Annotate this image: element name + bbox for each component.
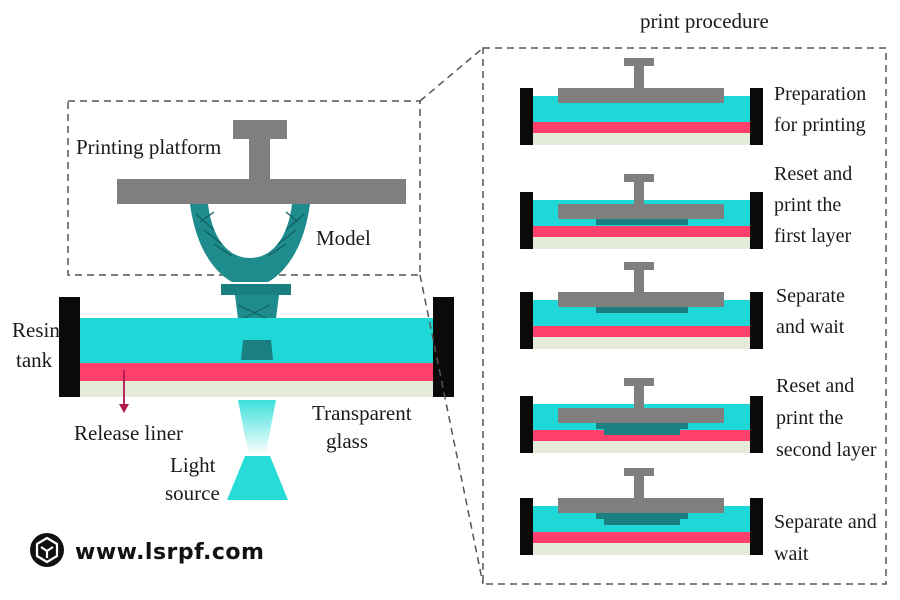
step-platform-plate [558, 408, 724, 423]
step-platform-cap [624, 378, 654, 386]
procedure-step-1: Preparation for printing [520, 58, 866, 145]
step-release-liner [533, 430, 750, 441]
step-glass [533, 441, 750, 453]
label-release-liner: Release liner [74, 421, 183, 445]
tower-base-in-resin [241, 340, 273, 360]
step-label-line: Reset and [776, 375, 854, 397]
step-wall-right [750, 396, 763, 453]
platform-stem [249, 139, 270, 181]
step-label-line: Separate and [774, 511, 877, 533]
printer-apparatus: Printing platform Model Resin tank Relea… [12, 100, 454, 505]
procedure-title: print procedure [640, 9, 769, 33]
label-resin-tank-line1: Resin [12, 318, 60, 342]
step-platform-cap [624, 58, 654, 66]
step-wall-right [750, 292, 763, 349]
step-wall-right [750, 88, 763, 145]
step-wall-left [520, 396, 533, 453]
step-label-line: second layer [776, 439, 877, 461]
tower-deck [221, 284, 291, 295]
procedure-step-2: Reset and print the first layer [520, 163, 852, 249]
step-layer-2 [604, 519, 680, 525]
label-model: Model [316, 226, 371, 250]
step-wall-left [520, 292, 533, 349]
step-label-line: first layer [774, 225, 852, 247]
procedure-step-5: Separate and wait [520, 468, 877, 565]
step-release-liner [533, 532, 750, 543]
step-platform-stem [634, 476, 644, 498]
step-wall-left [520, 192, 533, 249]
step-layer-2 [604, 429, 680, 435]
label-light-source-line2: source [165, 481, 220, 505]
logo-mark [35, 536, 59, 564]
connector-top [419, 47, 484, 102]
brand-url: www.lsrpf.com [75, 540, 264, 565]
step-layer-1 [596, 219, 688, 225]
print-procedure-panel: print procedure Preparation for printingR… [482, 9, 887, 585]
step-glass [533, 337, 750, 349]
step-release-liner [533, 122, 750, 133]
release-liner-arrowhead [119, 404, 129, 413]
step-platform-plate [558, 204, 724, 219]
step-platform-cap [624, 468, 654, 476]
tower-upper-arch [190, 204, 310, 282]
step-label-line: Separate [776, 285, 845, 307]
step-label-line: and wait [776, 316, 845, 338]
step-platform-cap [624, 262, 654, 270]
brand: www.lsrpf.com [30, 533, 264, 567]
step-release-liner [533, 326, 750, 337]
step-label-line: print the [774, 194, 841, 216]
procedure-step-4: Reset and print the second layer [520, 375, 877, 461]
step-glass [533, 237, 750, 249]
label-transparent-glass-line1: Transparent [312, 401, 412, 425]
step-layer-1 [596, 513, 688, 519]
step-wall-right [750, 192, 763, 249]
platform-cap [233, 120, 287, 139]
step-label-line: wait [774, 543, 809, 565]
step-platform-stem [634, 270, 644, 292]
step-label-line: for printing [774, 114, 866, 136]
step-platform-stem [634, 386, 644, 408]
step-platform-plate [558, 88, 724, 103]
label-printing-platform: Printing platform [76, 135, 221, 159]
tank-wall-left [59, 297, 80, 397]
step-wall-right [750, 498, 763, 555]
light-beam [238, 400, 276, 452]
label-resin-tank-line2: tank [16, 348, 53, 372]
step-platform-stem [634, 66, 644, 88]
step-label-line: Preparation [774, 83, 866, 105]
step-wall-left [520, 88, 533, 145]
tower-lattice [195, 211, 305, 257]
step-platform-plate [558, 498, 724, 513]
tank-wall-right [433, 297, 454, 397]
step-release-liner [533, 226, 750, 237]
label-transparent-glass-line2: glass [326, 429, 368, 453]
step-label-line: print the [776, 407, 843, 429]
connector-bottom [419, 274, 484, 585]
label-light-source-line1: Light [170, 453, 216, 477]
step-layer-1 [596, 423, 688, 429]
release-liner [80, 363, 433, 381]
step-glass [533, 133, 750, 145]
platform-plate [117, 179, 406, 204]
procedure-box [482, 47, 887, 585]
procedure-step-3: Separate and wait [520, 262, 845, 349]
step-glass [533, 543, 750, 555]
step-wall-left [520, 498, 533, 555]
step-platform-plate [558, 292, 724, 307]
step-platform-stem [634, 182, 644, 204]
transparent-glass [80, 381, 433, 397]
light-source [227, 456, 288, 500]
step-label-line: Reset and [774, 163, 852, 185]
step-platform-cap [624, 174, 654, 182]
step-layer-1 [596, 307, 688, 313]
